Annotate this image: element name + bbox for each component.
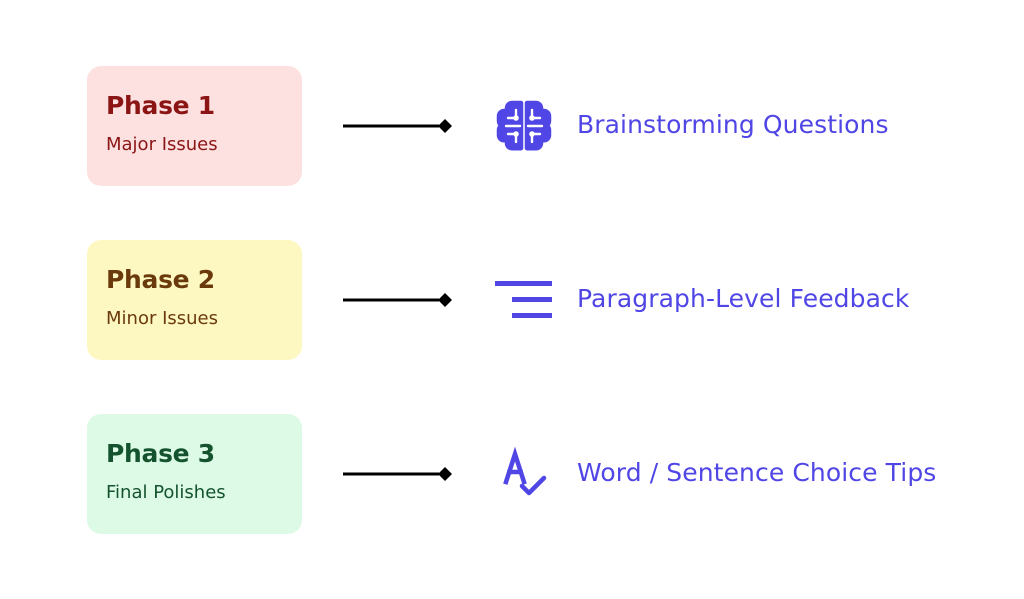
phase-title: Phase 1 — [106, 91, 215, 120]
brain-icon — [496, 100, 552, 151]
phase-card-2: Phase 2 Minor Issues — [87, 240, 302, 360]
phase-card-3: Phase 3 Final Polishes — [87, 414, 302, 534]
phase-title: Phase 3 — [106, 439, 215, 468]
phase-row-3: Phase 3 Final Polishes Word / Sentence C… — [0, 414, 1024, 534]
connector-arrow-diamond — [343, 467, 452, 481]
feature-label-word-choice: Word / Sentence Choice Tips — [577, 458, 937, 487]
phase-subtitle: Final Polishes — [106, 482, 226, 503]
phase-subtitle: Major Issues — [106, 134, 218, 155]
connector-arrow-diamond — [343, 293, 452, 307]
feature-label-paragraph: Paragraph-Level Feedback — [577, 284, 910, 313]
phase-card-1: Phase 1 Major Issues — [87, 66, 302, 186]
spellcheck-icon — [503, 446, 547, 496]
feature-label-brainstorming: Brainstorming Questions — [577, 110, 889, 139]
paragraph-lines-icon — [495, 281, 552, 318]
phase-row-1: Phase 1 Major Issues — [0, 66, 1024, 186]
phase-row-2: Phase 2 Minor Issues Paragraph-Level Fee… — [0, 240, 1024, 360]
connector-arrow-diamond — [343, 119, 452, 133]
phase-subtitle: Minor Issues — [106, 308, 218, 329]
phase-title: Phase 2 — [106, 265, 215, 294]
